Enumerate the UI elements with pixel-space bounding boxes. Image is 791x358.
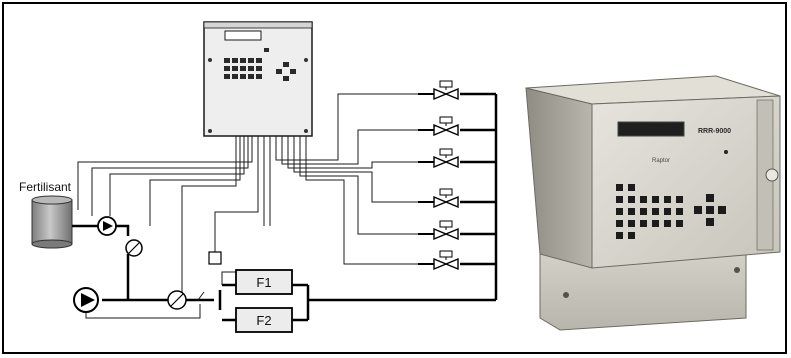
valve <box>418 149 458 167</box>
valve <box>418 81 458 99</box>
controller-photo: RRR-9000 Raptor <box>526 76 780 330</box>
photo-model-text: RRR-9000 <box>698 128 731 135</box>
pressure-sensor <box>209 252 221 264</box>
controller-box <box>204 22 312 136</box>
filter-f1-label: F1 <box>256 275 271 290</box>
fertiliser-tank <box>32 196 72 248</box>
valve <box>418 189 458 207</box>
photo-brand-text: Raptor <box>652 158 670 164</box>
valve <box>418 221 458 239</box>
fertilisant-label: Fertilisant <box>19 180 72 194</box>
filter-f2-label: F2 <box>256 313 271 328</box>
flow-meter-fertiliser <box>126 240 142 256</box>
solenoid-valves <box>418 81 458 269</box>
dosing-pump <box>98 217 116 235</box>
filter-f1: F1 <box>236 270 292 294</box>
flow-meter-main <box>168 291 186 309</box>
valve <box>418 117 458 135</box>
filter-f2: F2 <box>236 308 292 332</box>
valve <box>418 251 458 269</box>
main-pump <box>74 288 98 312</box>
